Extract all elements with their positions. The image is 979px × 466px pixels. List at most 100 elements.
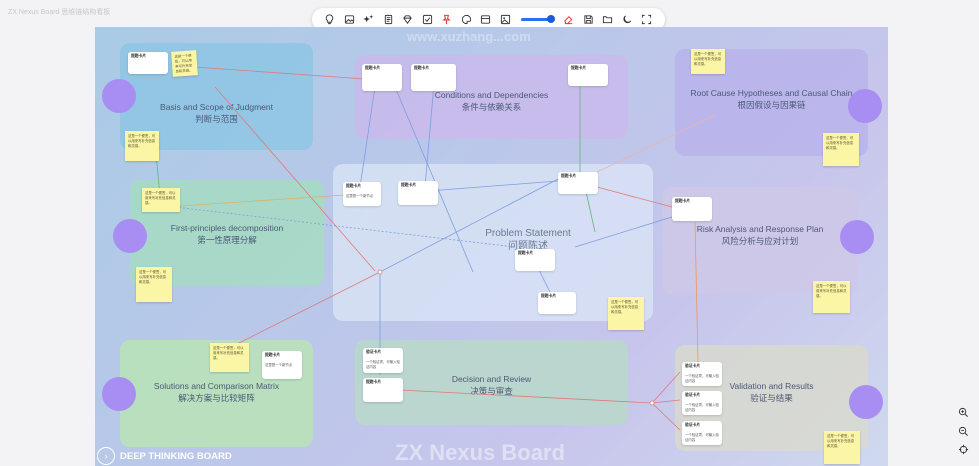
node-card[interactable]: 验证卡片一个验证项，可输入验证内容 [682,391,722,415]
zoom-out-icon [958,426,968,436]
sticky-note[interactable]: 这是一个便签，可以用来写补充信息和灵感。 [210,343,249,372]
save-button[interactable] [579,10,598,30]
node-header: 验证卡片 [685,393,701,397]
node-card[interactable]: 提题卡片 [363,378,403,402]
zone-subtitle: 根因假设与因果链 [737,100,806,110]
node-header: 验证卡片 [685,364,701,368]
sticky-note[interactable]: 这是一个便签，可以用来写补充信息和灵感。 [171,50,198,77]
node-card[interactable]: 提题卡片 [558,172,598,194]
node-card[interactable]: 验证卡片一个验证项，可输入验证内容 [363,348,403,373]
center-zone-label: Problem Statement 问题陈述 [428,227,628,253]
zone-subtitle: 验证与结果 [750,393,793,403]
sticky-note[interactable]: 这是一个便签，可以用来写补充信息和灵感。 [125,131,159,161]
link [359,86,376,188]
document-icon [384,14,392,25]
zone-subtitle: 风险分析与应对计划 [721,236,799,246]
node-card[interactable]: 验证卡片一个验证项，可输入验证内容 [682,421,722,445]
node-card[interactable]: 提题卡片 [362,64,402,91]
node-header: 提题卡片 [414,66,430,70]
pin-button[interactable] [437,10,456,30]
link [424,71,436,188]
zone-center[interactable] [333,164,653,321]
sticky-note[interactable]: 这是一个便签，可以用来写补充信息和灵感。 [824,431,860,464]
node-card[interactable]: 提题卡片 [128,52,168,74]
eraser-button[interactable] [559,10,578,30]
diamond-button[interactable] [398,10,417,30]
link [394,86,474,273]
node-header: 提题卡片 [561,174,577,178]
zoom-slider[interactable] [521,15,556,23]
zone-title: Conditions and Dependencies [434,90,549,100]
deep-thinking-badge: › DEEP THINKING BOARD [97,447,232,465]
node-card[interactable]: 提题卡片这里是一个新节点 [343,182,381,206]
link-anchor[interactable] [377,269,383,275]
center-title: Problem Statement [485,228,571,239]
node-card[interactable]: 验证卡片一个验证项，可输入验证内容 [682,362,722,386]
document-button[interactable] [379,10,398,30]
node-body: 这里是一个新节点 [346,194,374,198]
picture-button[interactable] [496,10,515,30]
link [414,180,559,193]
node-header: 提题卡片 [346,184,362,188]
zone-handle[interactable] [849,385,883,419]
fit-view-button[interactable] [955,441,971,457]
sticky-note[interactable]: 这是一个便签，可以用来写补充信息和灵感。 [813,281,850,313]
zone-handle[interactable] [102,377,136,411]
sticky-note[interactable]: 这是一个便签，可以用来写补充信息和灵感。 [823,133,859,166]
zone-title: Risk Analysis and Response Plan [696,224,824,234]
zone-title: Solutions and Comparison Matrix [153,381,280,391]
save-icon [584,15,593,24]
toolbar [312,8,665,31]
sparkles-icon [363,14,374,23]
zoom-thumb[interactable] [547,15,556,23]
frame-button[interactable] [476,10,495,30]
sticky-note[interactable]: 这是一个便签，可以用来写补充信息和灵感。 [691,49,725,74]
image-button[interactable] [340,10,359,30]
node-card[interactable]: 提题卡片 [568,64,608,86]
node-body: 一个验证项，可输入验证内容 [685,374,719,383]
zone-handle[interactable] [840,220,874,254]
bulb-button[interactable] [320,10,339,30]
moon-icon [623,15,631,24]
folder-icon [603,16,613,24]
watermark: www.xuzhang...com [407,29,531,44]
zone-handle[interactable] [102,79,136,113]
sparkles-button[interactable] [359,10,378,30]
sticky-note[interactable]: 这是一个便签，可以用来写补充信息和灵感。 [608,297,644,330]
theme-button[interactable] [618,10,637,30]
sticky-note[interactable]: 这是一个便签，可以用来写补充信息和灵感。 [136,267,172,302]
zoom-out-button[interactable] [955,423,971,439]
node-card[interactable]: 提题卡片 [515,249,555,271]
zone-title: Root Cause Hypotheses and Causal Chain [690,88,853,98]
fullscreen-icon [642,14,652,25]
checkbox-button[interactable] [418,10,437,30]
canvas-board[interactable]: Basis and Scope of Judgment 判断与范围 Condit… [95,27,888,466]
node-card[interactable]: 提题卡片 [398,181,438,205]
bulb-icon [325,14,334,25]
zone-handle[interactable] [113,219,147,253]
eraser-icon [564,16,573,25]
node-card[interactable]: 提题卡片这里是一个新节点 [262,351,302,379]
fullscreen-button[interactable] [637,10,656,30]
zone-subtitle: 解决方案与比较矩阵 [178,393,255,403]
zoom-track[interactable] [521,15,556,23]
zone-subtitle: 决策与审查 [470,386,513,396]
node-header: 提题卡片 [571,66,587,70]
node-card[interactable]: 提题卡片 [538,292,576,314]
checkbox-icon [422,14,432,25]
zoom-in-button[interactable] [955,404,971,420]
zone-subtitle: 第一性原理分解 [197,235,257,245]
palette-button[interactable] [457,10,476,30]
folder-button[interactable] [598,10,617,30]
node-header: 验证卡片 [685,423,701,427]
sticky-note[interactable]: 这是一个便签，可以用来写补充信息和灵感。 [142,188,180,212]
node-card[interactable]: 提题卡片 [411,64,456,91]
chevron-right-icon: › [97,447,115,465]
link [174,206,516,248]
picture-icon [500,14,510,25]
zone-handle[interactable] [848,89,882,123]
node-card[interactable]: 提题卡片 [672,197,712,221]
link-anchor[interactable] [649,400,655,406]
node-body: 一个验证项，可输入验证内容 [685,433,719,442]
deep-thinking-label: DEEP THINKING BOARD [120,450,232,462]
